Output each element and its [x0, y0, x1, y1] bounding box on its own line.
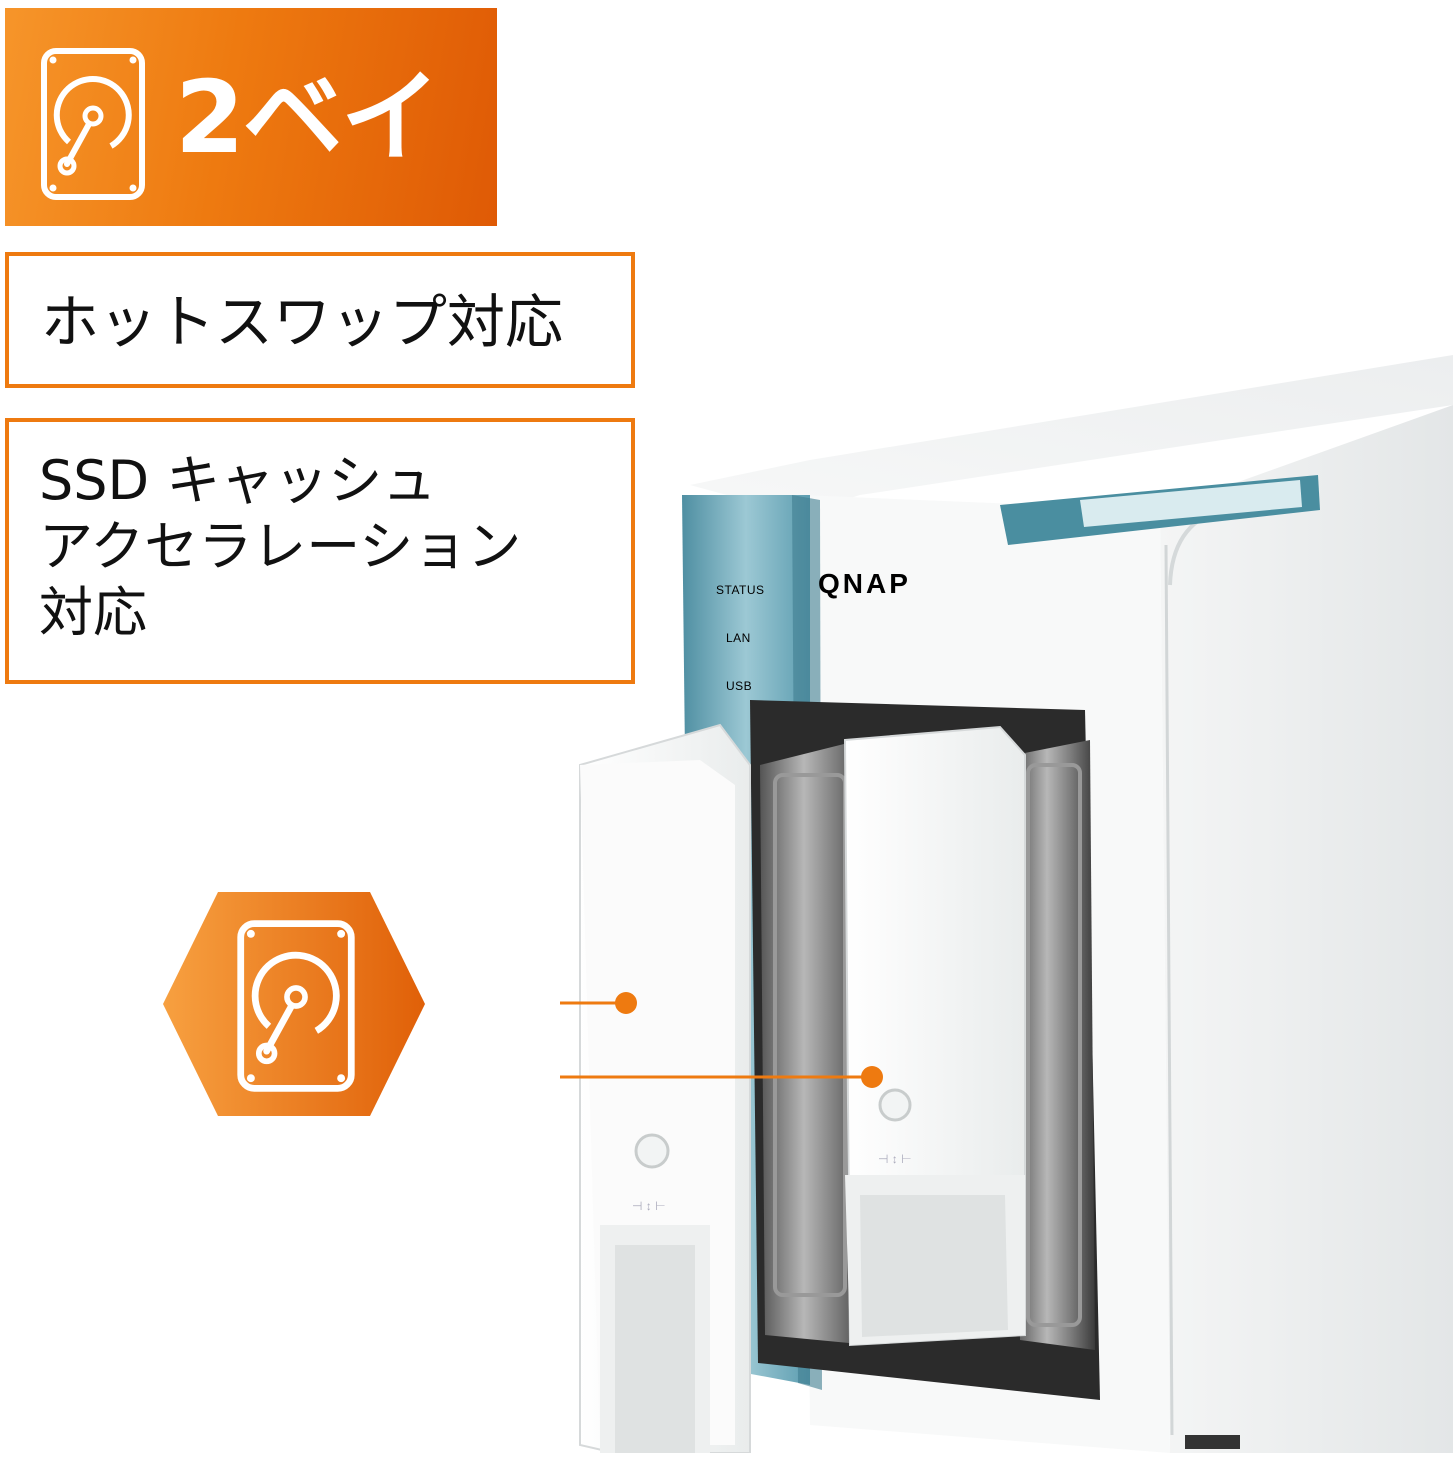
brand-logo: QNAP	[818, 568, 911, 599]
ssd-cache-line-3: 対応	[39, 581, 147, 644]
drive-bay-hexagon-badge	[163, 890, 425, 1118]
hard-drive-icon	[39, 46, 147, 202]
ssd-cache-feature-box: SSD キャッシュ アクセラレーション 対応	[5, 418, 635, 684]
status-led-label: STATUS	[716, 583, 765, 597]
svg-text:⊣ ↕ ⊢: ⊣ ↕ ⊢	[632, 1199, 666, 1213]
bay-count-title: 2ベイ	[175, 59, 441, 176]
lan-led-label: LAN	[726, 631, 751, 645]
svg-text:⊣ ↕ ⊢: ⊣ ↕ ⊢	[878, 1152, 912, 1166]
hard-drive-icon	[235, 918, 357, 1094]
hotswap-label: ホットスワップ対応	[41, 288, 564, 356]
ssd-cache-label: SSD キャッシュ アクセラレーション 対応	[39, 448, 521, 646]
usb-led-label: USB	[726, 679, 752, 693]
ssd-cache-line-2: アクセラレーション	[39, 515, 522, 578]
drive-bay-2-marker	[861, 1066, 883, 1088]
bay-count-banner: 2ベイ	[5, 8, 497, 226]
hotswap-feature-box: ホットスワップ対応	[5, 252, 635, 388]
nas-product-image: QNAP STATUS LAN USB ⊣ ↕ ⊢ ⊣ ↕ ⊢	[425, 345, 1453, 1454]
ssd-cache-line-1: SSD キャッシュ	[39, 449, 437, 512]
drive-bay-1-marker	[615, 992, 637, 1014]
